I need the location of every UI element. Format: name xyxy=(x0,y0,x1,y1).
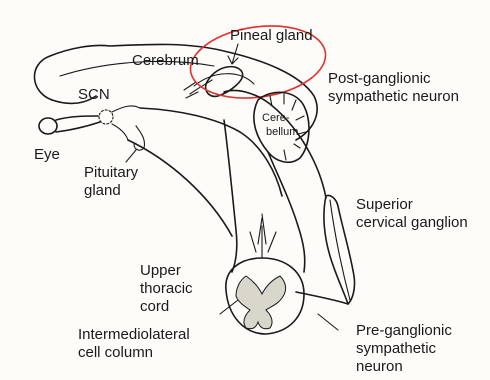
pineal-gland-label: Pineal gland xyxy=(230,27,313,44)
pituitary-arrow xyxy=(126,150,136,162)
cord-label: cord xyxy=(140,298,169,315)
ventricle-curve xyxy=(194,74,254,86)
dorsal-roots xyxy=(250,214,276,258)
scn-label: SCN xyxy=(78,86,110,103)
scn-nucleus xyxy=(99,110,113,124)
neuron-label: neuron xyxy=(356,358,403,375)
superior-cervical-ganglion xyxy=(324,195,355,304)
pre-ganglionic-arrow xyxy=(318,314,338,330)
hypothalamus xyxy=(112,106,140,140)
brainstem-left xyxy=(224,120,237,272)
grey-matter xyxy=(236,276,286,329)
cerebellum-label-line1: Cere- xyxy=(262,112,290,124)
gland-label: gland xyxy=(84,182,121,199)
thoracic-label: thoracic xyxy=(140,280,193,297)
eye-globe xyxy=(39,118,57,134)
intermediolateral-arrow xyxy=(220,300,238,314)
intermediolateral-label: Intermediolateral xyxy=(78,326,190,343)
pre-ganglionic-label: Pre-ganglionic xyxy=(356,322,452,339)
optic-nerve xyxy=(56,116,100,132)
cerebellum-label-line2: bellum xyxy=(266,126,298,138)
post-ganglionic-label: Post-ganglionic xyxy=(328,70,431,87)
retinohypothalamic-pathway xyxy=(140,108,282,196)
cell-column-label: cell column xyxy=(78,344,153,361)
sympathetic-label: sympathetic xyxy=(356,340,436,357)
descending-pathway xyxy=(128,140,232,236)
cervical-ganglion-label: cervical ganglion xyxy=(356,214,468,231)
upper-label: Upper xyxy=(140,262,181,279)
pituitary-label: Pituitary xyxy=(84,164,138,181)
sympathetic-neuron-label: sympathetic neuron xyxy=(328,88,459,105)
eye-label: Eye xyxy=(34,146,60,163)
cerebrum-label: Cerebrum xyxy=(132,52,199,69)
post-ganglionic-fiber xyxy=(224,91,326,199)
brainstem-right xyxy=(268,152,305,272)
superior-label: Superior xyxy=(356,196,413,213)
